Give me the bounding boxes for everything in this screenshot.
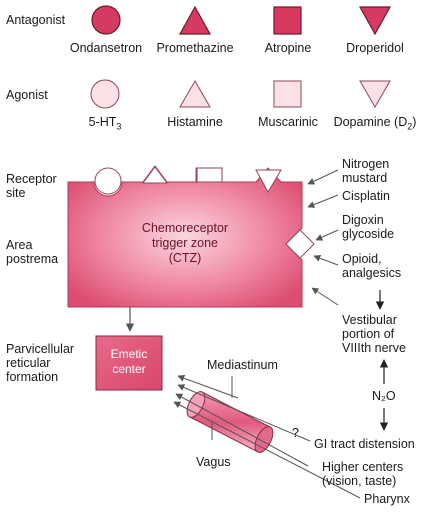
n2o-label: N₂O [372, 389, 396, 403]
vagus-nerve-bundle [186, 391, 274, 453]
antagonist-triangle-down-icon [358, 6, 392, 36]
muscarinic-label: Muscarinic [258, 115, 318, 129]
receptor-diamond-icon [285, 229, 315, 259]
5ht3-label: 5-HT3 [88, 115, 122, 132]
nitrogen-mustard-arrow [307, 169, 339, 185]
receptor-circle-icon [94, 167, 122, 195]
agonist-circle-icon [90, 79, 120, 109]
receptor-triangle-icon [142, 166, 168, 184]
agonist-triangle-down-icon [359, 80, 391, 109]
agonist-label: Agonist [6, 88, 48, 102]
ondansetron-label: Ondansetron [69, 41, 143, 55]
histamine-label: Histamine [167, 115, 223, 129]
mediastinum-label: Mediastinum [207, 358, 278, 372]
agonist-triangle-up-icon [179, 79, 211, 108]
dopamine-label: Dopamine (D2) [333, 115, 417, 132]
ctz-block [67, 165, 303, 308]
mediastinum-fiber [177, 374, 239, 399]
promethazine-label: Promethazine [156, 41, 234, 55]
higher-centers-fiber [175, 393, 309, 467]
gi-fiber [177, 384, 311, 442]
atropine-label: Atropine [264, 41, 312, 55]
antagonist-triangle-up-icon [178, 5, 212, 35]
antagonist-circle-icon [91, 5, 121, 35]
vestibular-arrow [311, 287, 339, 306]
receptor-square-icon [196, 167, 223, 183]
pharynx-fiber [173, 401, 361, 499]
digoxin-arrow [315, 229, 339, 241]
emetic-center-box [95, 335, 163, 391]
opioid-arrow [313, 254, 339, 266]
antagonist-label: Antagonist [6, 13, 66, 27]
question-mark-label: ? [292, 426, 299, 440]
vagus-label: Vagus [196, 455, 231, 469]
cisplatin-arrow [307, 194, 339, 208]
receptor-triangle-down-icon [255, 169, 282, 194]
agonist-square-icon [273, 80, 302, 108]
droperidol-label: Droperidol [346, 41, 404, 55]
gi-tract-label: GI tract distension [314, 437, 415, 451]
opioid-label: Opioid,analgesics [342, 252, 402, 280]
higher-centers-label: Higher centers(vision, taste) [322, 460, 404, 488]
pharynx-label: Pharynx [364, 492, 410, 506]
cisplatin-label: Cisplatin [342, 189, 390, 203]
antagonist-square-icon [273, 6, 302, 35]
